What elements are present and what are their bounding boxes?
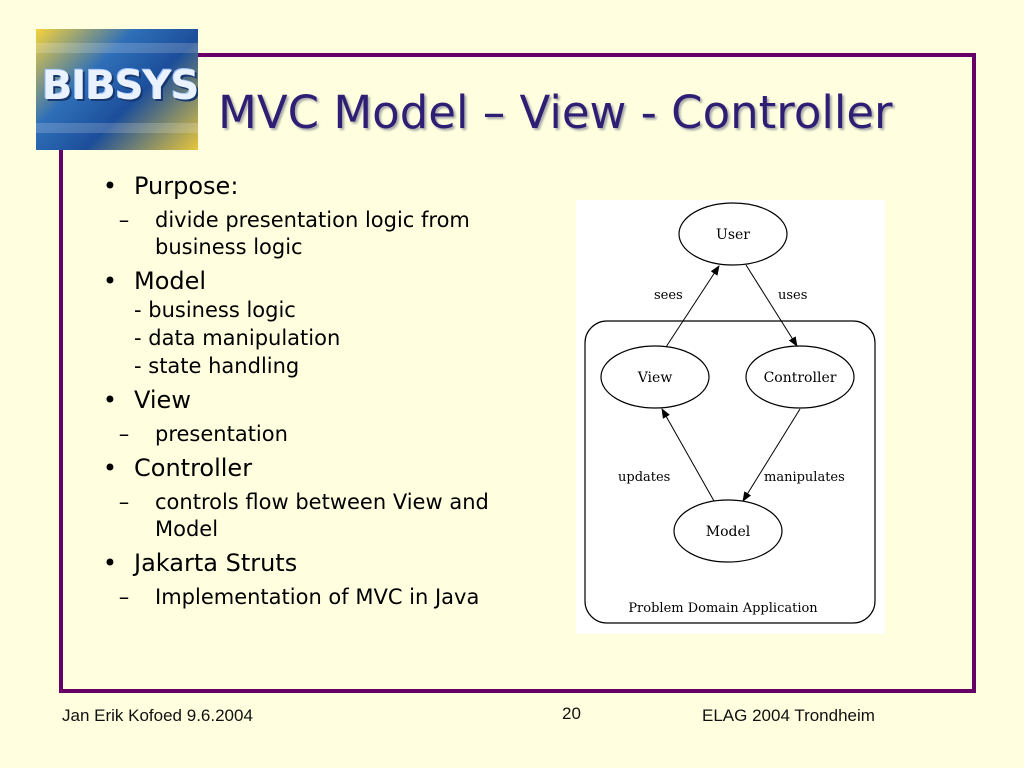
controller-node [745, 345, 855, 409]
sub-bullet-text: Implementation of MVC in Java [155, 585, 480, 609]
sub-bullet: – Implementation of MVC in Java [110, 584, 520, 611]
manipulates-arrow [742, 408, 801, 502]
sub-bullet-dash: – [118, 490, 130, 514]
bullet-controller: • Controller [100, 454, 520, 483]
sub-bullet-text: controls flow between View and Model [155, 490, 489, 541]
mvc-diagram: User View Controller Model sees uses upd… [576, 200, 885, 634]
uses-arrow [745, 264, 798, 347]
sub-bullet: – controls flow between View and Model [110, 489, 520, 543]
bullet-label: Purpose: [134, 172, 239, 200]
bullet-label: View [134, 386, 191, 414]
sub-bullet-dash: – [118, 585, 130, 609]
slide-frame [59, 53, 976, 693]
user-node-label: User [716, 227, 750, 243]
bullet-model: • Model - business logic - data manipula… [100, 267, 520, 380]
model-node [673, 499, 783, 563]
view-node-label: View [637, 370, 673, 386]
bullet-label: Jakarta Struts [134, 549, 298, 577]
bullet-list: • Purpose: – divide presentation logic f… [100, 172, 520, 617]
slide-number: 20 [562, 704, 581, 723]
sees-arrow [665, 265, 720, 348]
logo-text: BIBSYS [42, 63, 198, 109]
sub-bullet-dash: – [118, 208, 130, 232]
controller-node-label: Controller [764, 370, 837, 386]
bullet-jakarta-struts: • Jakarta Struts [100, 549, 520, 578]
sub-bullet-text: presentation [155, 422, 288, 446]
bullet-label: Controller [134, 454, 253, 482]
bullet-line: - data manipulation [134, 326, 341, 350]
sub-bullet-dash: – [118, 422, 130, 446]
sees-edge-label: sees [654, 288, 683, 303]
manipulates-edge-label: manipulates [764, 470, 845, 485]
uses-edge-label: uses [778, 288, 807, 303]
user-node [678, 202, 788, 266]
model-node-label: Model [706, 524, 751, 540]
bullet-dot: • [102, 386, 118, 414]
bullet-purpose: • Purpose: [100, 172, 520, 201]
bullet-label: Model [134, 267, 207, 295]
sub-bullet: – presentation [110, 421, 520, 448]
footer-author: Jan Erik Kofoed 9.6.2004 [62, 706, 253, 725]
bullet-dot: • [102, 549, 118, 577]
bullet-dot: • [102, 454, 118, 482]
container-label: Problem Domain Application [628, 601, 818, 616]
bullet-dot: • [102, 172, 118, 200]
bullet-line: - business logic [134, 298, 296, 322]
problem-domain-container [584, 320, 876, 624]
sub-bullet-text: divide presentation logic from business … [155, 208, 470, 259]
sub-bullet: – divide presentation logic from busines… [110, 207, 520, 261]
view-node [600, 345, 710, 409]
bibsys-logo: BIBSYS [36, 29, 198, 150]
updates-edge-label: updates [618, 470, 670, 485]
bullet-line: - state handling [134, 354, 300, 378]
footer-event: ELAG 2004 Trondheim [702, 706, 875, 725]
bullet-view: • View [100, 386, 520, 415]
bullet-dot: • [102, 267, 118, 295]
slide-title: MVC Model – View - Controller [218, 86, 893, 139]
updates-arrow [661, 408, 715, 502]
